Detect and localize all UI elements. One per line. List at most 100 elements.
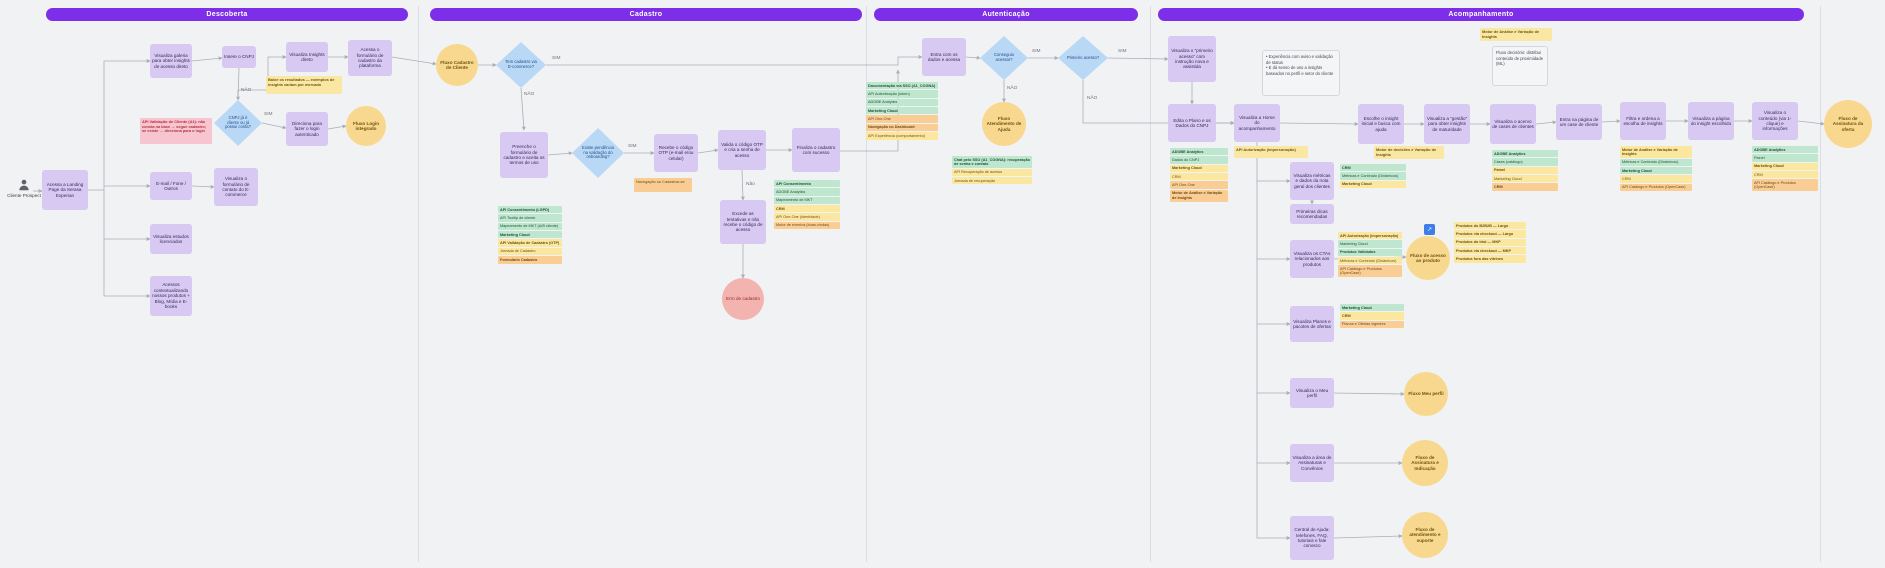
chat-recuperacao[interactable]: Chat pelo SSO (A1_COGNA): recuperação de…: [952, 156, 1032, 185]
apis-planos-ofertas-row[interactable]: Marketing Cloud: [1340, 304, 1404, 312]
erro-cadastro[interactable]: Erro de cadastro: [722, 278, 764, 320]
apis-filtra-row[interactable]: CRM: [1620, 175, 1692, 183]
decisao-ecommerce[interactable]: Tem cadastro via E-commerce?: [496, 42, 546, 88]
apis-sucesso-row[interactable]: API Consentimento: [774, 180, 840, 188]
phase-header-1[interactable]: Cadastro: [430, 8, 862, 21]
apis-ctas-row[interactable]: Marketing Cloud: [1338, 240, 1402, 248]
direciona-login[interactable]: Direciona para fazer o login autenticado: [286, 112, 328, 146]
produto-link-icon[interactable]: ↗: [1424, 224, 1435, 235]
apis-cases-row[interactable]: Painel: [1492, 166, 1558, 175]
decisao-cnpj[interactable]: CNPJ já é cliente ou já possui conta?: [214, 100, 262, 146]
banner-resultados[interactable]: Baixe os resultados — exemplos de insigh…: [266, 76, 342, 94]
dicas-recomendadas[interactable]: Primeiras dicas recomendadas: [1290, 204, 1334, 224]
apis-autenticacao-row[interactable]: Documentação via SSO (A1_COGNA): [866, 82, 938, 90]
apis-sucesso-row[interactable]: Mapeamento de MKT: [774, 196, 840, 205]
apis-conteudo-row[interactable]: API Catálogo e Produtos (OpenCase): [1752, 179, 1818, 192]
apis-cases-row[interactable]: Cases (catálogo): [1492, 158, 1558, 166]
apis-metricas-row[interactable]: Marketing Cloud: [1340, 180, 1406, 189]
produtos-notas-row[interactable]: Produtos via checkout — MKP: [1454, 247, 1526, 255]
apis-filtra-row[interactable]: Motor de Análise e Variação de Insights: [1620, 146, 1692, 158]
decisao-consegue[interactable]: Conseguiu acessar?: [980, 36, 1028, 80]
apis-sucesso-row[interactable]: ADOBE Analytics: [774, 188, 840, 196]
edita-plano[interactable]: Edita o Plano e os Dados do CNPJ: [1168, 104, 1216, 142]
motor-analise[interactable]: Motor de Análise e Variação de Insights: [1480, 28, 1552, 41]
apis-conteudo-row[interactable]: Painel: [1752, 154, 1818, 162]
apis-cadastro-row[interactable]: API Validação de Cadastro (OTP): [498, 239, 562, 247]
email-fone-outros[interactable]: E-mail / Fone / Outros: [150, 172, 192, 200]
preenche-formulario[interactable]: Preenche o formulário de cadastro e acei…: [500, 132, 548, 178]
apis-planos-ofertas-row[interactable]: Planos e Ofertas vigentes: [1340, 320, 1404, 329]
apis-cadastro-row[interactable]: Jornada de Cadastro: [498, 247, 562, 256]
conteudos-blog[interactable]: Acessos contextualizando nossos produtos…: [150, 276, 192, 316]
phase-header-2[interactable]: Autenticação: [874, 8, 1138, 21]
central-ajuda[interactable]: Central de Ajuda: telefones, FAQ, tutori…: [1290, 516, 1334, 560]
apis-autenticacao[interactable]: Documentação via SSO (A1_COGNA)API Auten…: [866, 82, 938, 140]
apis-ctas-row[interactable]: Métricas e Conteúdo (Dinâmicos): [1338, 257, 1402, 265]
apis-ctas-row[interactable]: API Autorização (impersonação): [1338, 232, 1402, 240]
chat-recuperacao-row[interactable]: Chat pelo SSO (A1_COGNA): recuperação de…: [952, 156, 1032, 168]
apis-autenticacao-row[interactable]: API Experiência (comportamento): [866, 132, 938, 140]
apis-plano-row[interactable]: Motor de Análise e Variação de Insights: [1170, 189, 1228, 202]
excede-tentativas[interactable]: Excede as tentativas e não recebe o códi…: [720, 200, 766, 244]
visualiza-insights[interactable]: Visualiza Insights direto: [286, 42, 328, 72]
chat-recuperacao-row[interactable]: Jornada de recuperação: [952, 177, 1032, 185]
insere-cnpj[interactable]: Insere o CNPJ: [222, 46, 256, 68]
produtos-notas-row[interactable]: Produtos fora das vitrines: [1454, 255, 1526, 263]
apis-plano-row[interactable]: Marketing Cloud: [1170, 164, 1228, 173]
visualiza-metricas[interactable]: Visualiza métricas e dados da nota geral…: [1290, 162, 1334, 200]
visualiza-perfil[interactable]: Visualiza o Meu perfil: [1290, 378, 1334, 408]
apis-cases-row[interactable]: ADOBE Analytics: [1492, 150, 1558, 158]
produtos-notas-row[interactable]: Produtos via checkout — Largo: [1454, 230, 1526, 238]
fluxo-produto[interactable]: Fluxo de acesso ao produto: [1406, 236, 1450, 280]
apis-cadastro-row[interactable]: API Tooltip de cliente: [498, 214, 562, 222]
valida-otp[interactable]: Valida o código OTP e cria a senha de ac…: [718, 130, 766, 170]
apis-autenticacao-row[interactable]: API One-One: [866, 115, 938, 123]
apis-cases-row[interactable]: CRM: [1492, 183, 1558, 191]
phase-header-0[interactable]: Descoberta: [46, 8, 408, 21]
entra-dados[interactable]: Entra com os dados e acessa: [922, 38, 966, 76]
apis-conteudo-row[interactable]: ADOBE Analytics: [1752, 146, 1818, 154]
motor-decisoes[interactable]: Motor de decisões e Variação de Insights: [1374, 146, 1444, 159]
decisao-primeiro-acesso[interactable]: Primeiro acesso?: [1058, 36, 1108, 80]
visualiza-gestao[interactable]: Visualiza a “gestão” para obter insights…: [1424, 104, 1470, 144]
apis-plano-row[interactable]: ADOBE Analytics: [1170, 148, 1228, 156]
apis-cadastro[interactable]: API Consentimento (LGPD)API Tooltip de c…: [498, 206, 562, 264]
apis-plano-row[interactable]: API One-One: [1170, 181, 1228, 189]
apis-conteudo-row[interactable]: Marketing Cloud: [1752, 162, 1818, 171]
acessa-formulario[interactable]: Acessa o formulário de cadastro da plata…: [348, 40, 392, 76]
fluxo-ajuda[interactable]: Fluxo Atendimento de Ajuda: [982, 102, 1026, 146]
apis-filtra-row[interactable]: Métricas e Conteúdo (Dinâmicos): [1620, 158, 1692, 167]
galeria-insights[interactable]: Visualiza galeria para obter insights de…: [150, 44, 192, 78]
recebe-otp[interactable]: Recebe o código OTP (e-mail e/ou celular…: [654, 134, 698, 172]
apis-sucesso-row[interactable]: Motor de eventos (boas-vindas): [774, 221, 840, 230]
pagina-insight[interactable]: Visualiza a página do insight escolhido: [1688, 102, 1734, 140]
apis-cadastro-row[interactable]: Marketing Cloud: [498, 231, 562, 239]
apis-sucesso-row[interactable]: CRM: [774, 205, 840, 213]
nota-experiencia[interactable]: • Experiência com aviso e validação de s…: [1262, 50, 1340, 96]
phase-header-3[interactable]: Acompanhamento: [1158, 8, 1804, 21]
apis-cadastro-row[interactable]: Mapeamento de MKT (A/B cliente): [498, 222, 562, 231]
pagina-case[interactable]: Entra na página de um case de cliente: [1556, 104, 1602, 140]
decisao-validacao[interactable]: Existe pendência na validação do onboard…: [572, 128, 624, 178]
visualiza-home[interactable]: Visualiza a Home do acompanhamento: [1234, 104, 1280, 142]
apis-ctas-row[interactable]: Produtos Validados: [1338, 248, 1402, 257]
visualiza-conteudo[interactable]: Visualiza o conteúdo (via 1-clique) e in…: [1752, 102, 1798, 140]
apis-autenticacao-row[interactable]: ADOBE Analytics: [866, 98, 938, 107]
visualiza-planos[interactable]: Visualiza Planos e pacotes de ofertas: [1290, 306, 1334, 342]
produtos-notas-row[interactable]: Produtos do B2B2B — Largo: [1454, 222, 1526, 230]
apis-metricas-row[interactable]: Métricas e Conteúdo (Dinâmicos): [1340, 172, 1406, 180]
visualiza-primeiro-acesso[interactable]: Visualiza o “primeiro acesso” com instru…: [1168, 36, 1216, 82]
formulario-contato[interactable]: Visualiza o formulário de contato do E-c…: [214, 168, 258, 206]
chat-recuperacao-row[interactable]: API Recuperação de acesso: [952, 168, 1032, 177]
api-validacao-cliente[interactable]: API Validação de Cliente (A1): não const…: [140, 118, 212, 144]
fluxo-assinatura[interactable]: Fluxo de Assinatura e Indicação: [1402, 440, 1448, 486]
landing-page[interactable]: Acessa a Landing Page da Serasa Experian: [42, 170, 88, 210]
